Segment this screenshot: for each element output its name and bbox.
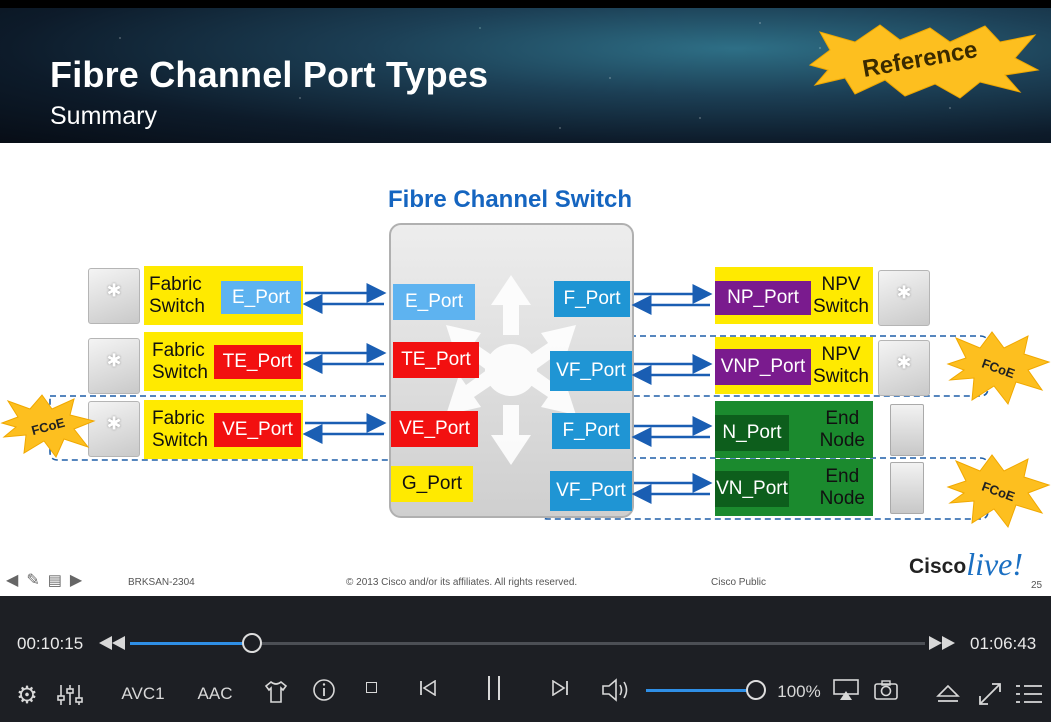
n-port-box: N_Port — [715, 415, 789, 451]
fast-forward-button[interactable] — [928, 632, 956, 654]
settings-button[interactable]: ⚙ — [12, 680, 42, 710]
slide-nav-toolbar: ◀ ✎ ▤ ▶ — [6, 570, 82, 590]
fullscreen-button[interactable] — [976, 680, 1004, 708]
end-node-blade-icon — [890, 462, 924, 514]
fabric-switch-label: Fabric Switch — [152, 339, 208, 383]
cisco-live-logo: Cisco live! — [909, 541, 1024, 582]
slide-banner: Fibre Channel Port Types Summary Referen… — [0, 8, 1051, 143]
slide-subtitle: Summary — [50, 102, 157, 130]
player-control-bar: 00:10:15 01:06:43 ⚙ AVC1 AAC — [0, 596, 1051, 722]
vnp-port-box: VNP_Port — [715, 349, 811, 385]
fcoe-badge-right-2: FCoE — [946, 453, 1051, 529]
pen-icon[interactable]: ✎ — [26, 572, 40, 589]
reference-badge: Reference — [800, 20, 1040, 100]
slide-title: Fibre Channel Port Types — [50, 54, 489, 95]
page-number: 25 — [1031, 580, 1043, 591]
rewind-icon — [99, 636, 125, 650]
fabric-switch-device-icon: ✱ — [88, 401, 140, 457]
rewind-button[interactable] — [98, 632, 126, 654]
skin-button[interactable] — [262, 678, 290, 706]
fcoe-dashed-regions — [49, 335, 989, 520]
stop-button[interactable] — [362, 678, 380, 696]
speaker-icon — [602, 678, 628, 702]
skip-next-icon — [552, 680, 568, 696]
cast-button[interactable] — [832, 676, 860, 704]
pause-button[interactable] — [480, 674, 508, 702]
npv-switch-device-icon: ✱ — [878, 270, 930, 326]
info-icon — [313, 679, 335, 701]
np-port-box: NP_Port — [715, 281, 811, 315]
switch-g-port: G_Port — [391, 466, 473, 502]
previous-button[interactable] — [416, 676, 440, 700]
equalizer-button[interactable] — [56, 680, 84, 710]
fabric-switch-label: Fabric Switch — [152, 407, 208, 451]
seek-handle[interactable] — [242, 633, 263, 653]
switch-te-port: TE_Port — [393, 342, 479, 378]
starburst-shape — [808, 24, 1040, 99]
ve-port-box: VE_Port — [214, 413, 301, 447]
info-button[interactable] — [310, 676, 338, 704]
next-slide-icon[interactable]: ▶ — [69, 572, 83, 589]
te-port-box: TE_Port — [214, 345, 301, 379]
classification-label: Cisco Public — [711, 577, 767, 588]
screenshot-button[interactable] — [872, 676, 900, 704]
eject-icon — [936, 684, 960, 702]
audio-codec-button[interactable]: AAC — [197, 684, 233, 703]
volume-percent: 100% — [777, 682, 821, 701]
equalizer-icon — [57, 685, 83, 705]
gear-icon: ⚙ — [16, 681, 38, 709]
seek-progress — [130, 642, 253, 645]
copyright-text: © 2013 Cisco and/or its affiliates. All … — [346, 577, 578, 588]
diagram-title: Fibre Channel Switch — [388, 186, 633, 213]
e-port-box: E_Port — [221, 281, 301, 314]
switch-vf-port-2: VF_Port — [550, 471, 632, 511]
camera-icon — [874, 680, 898, 700]
switch-e-port: E_Port — [393, 284, 475, 320]
video-codec-button[interactable]: AVC1 — [121, 684, 165, 703]
switch-f-port-1: F_Port — [554, 281, 630, 317]
volume-slider[interactable] — [646, 680, 766, 700]
fast-forward-icon — [929, 636, 955, 650]
fabric-switch-device-icon: ✱ — [88, 338, 140, 394]
end-node-label: End Node — [819, 407, 865, 451]
skip-previous-icon — [420, 680, 436, 696]
slides-menu-icon[interactable]: ▤ — [47, 572, 62, 589]
logo-live-text: live! — [966, 546, 1024, 582]
playlist-icon — [1016, 685, 1042, 703]
npv-switch-label: NPV Switch — [813, 343, 869, 387]
switch-f-port-2: F_Port — [552, 413, 630, 449]
previous-slide-icon[interactable]: ◀ — [6, 572, 19, 589]
vn-port-box: VN_Port — [715, 471, 789, 507]
shirt-icon — [264, 681, 288, 703]
end-node-label: End Node — [819, 465, 865, 509]
fabric-switch-device-icon: ✱ — [88, 268, 140, 324]
link-arrows — [302, 283, 713, 504]
pause-icon — [488, 676, 500, 700]
end-node-server-icon — [890, 404, 924, 456]
session-id: BRKSAN-2304 — [128, 577, 195, 588]
screen-share-icon — [833, 679, 859, 700]
seek-bar[interactable] — [130, 633, 925, 653]
presentation-slide: Fibre Channel Port Types Summary Referen… — [0, 8, 1051, 596]
npv-switch-device-icon: ✱ — [878, 340, 930, 396]
stop-icon — [365, 681, 377, 693]
next-button[interactable] — [548, 676, 572, 700]
logo-cisco-text: Cisco — [909, 555, 967, 578]
total-duration: 01:06:43 — [970, 634, 1037, 653]
switch-ve-port: VE_Port — [391, 411, 478, 447]
fcoe-badge-left: FCoE — [0, 393, 96, 459]
npv-switch-label: NPV Switch — [813, 273, 869, 317]
playlist-button[interactable] — [1014, 680, 1044, 708]
volume-handle[interactable] — [746, 680, 766, 700]
eject-button[interactable] — [934, 682, 962, 706]
fcoe-badge-right-1: FCoE — [946, 330, 1051, 406]
expand-icon — [979, 683, 1001, 705]
volume-level — [646, 689, 756, 692]
fabric-switch-label: Fabric Switch — [149, 273, 205, 317]
mute-button[interactable] — [600, 676, 634, 704]
switch-vf-port-1: VF_Port — [550, 351, 632, 391]
elapsed-time: 00:10:15 — [17, 634, 84, 653]
